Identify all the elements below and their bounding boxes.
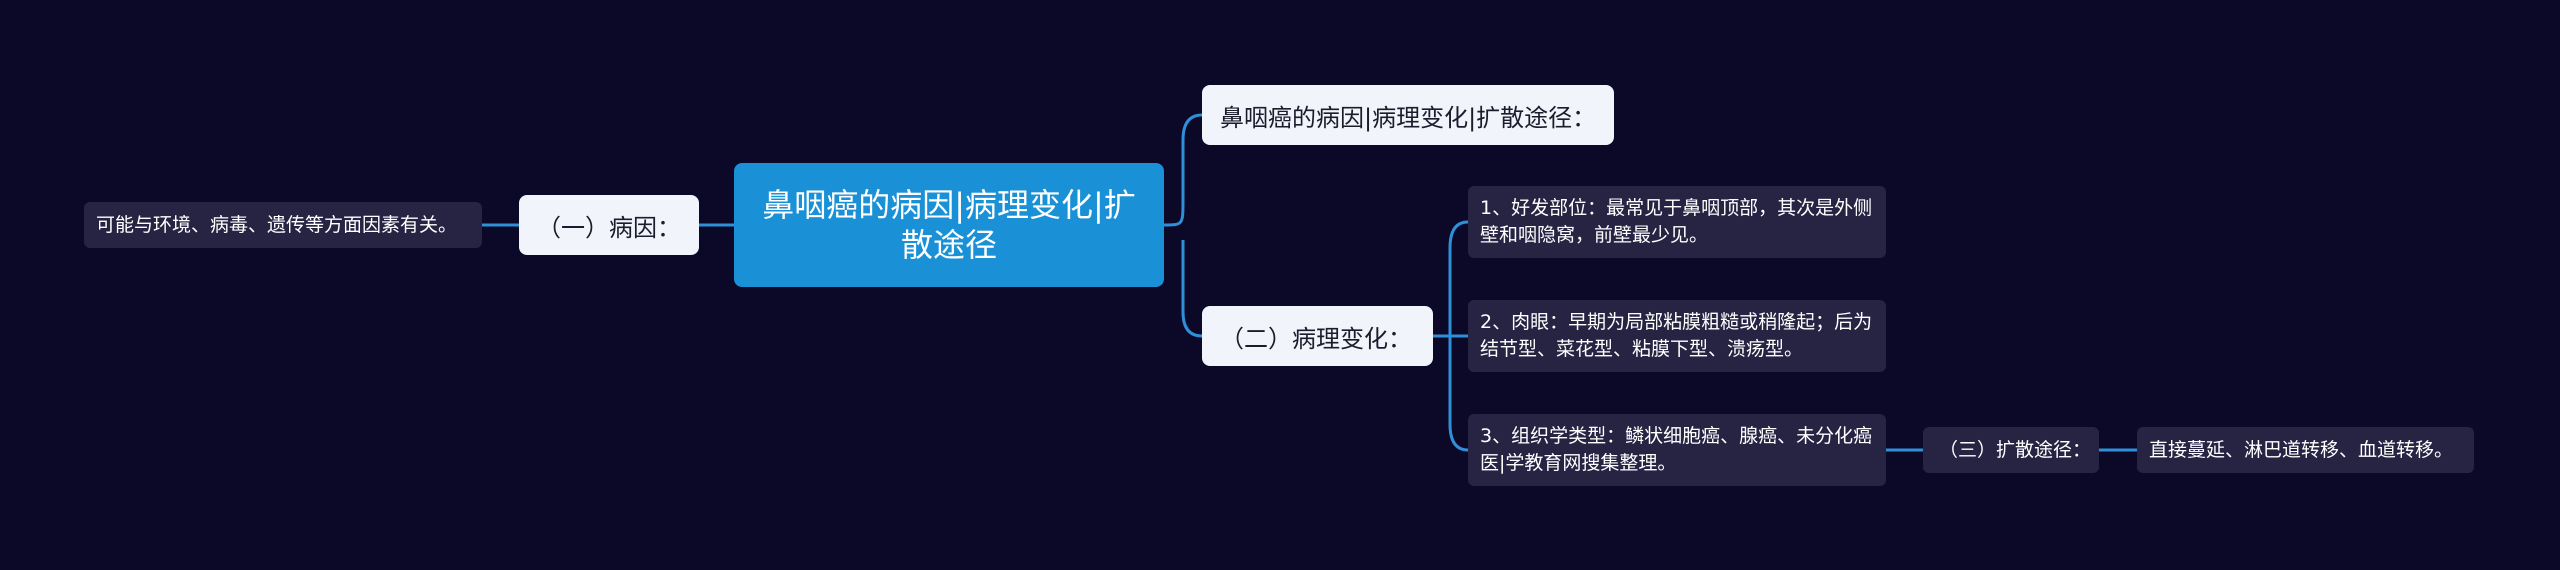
spread-detail[interactable]: 直接蔓延、淋巴道转移、血道转移。 xyxy=(2137,427,2474,473)
pathology-item-gross[interactable]: 2、肉眼：早期为局部粘膜粗糙或稍隆起；后为结节型、菜花型、粘膜下型、溃疡型。 xyxy=(1468,300,1886,372)
connector-root-pathology xyxy=(1181,240,1203,338)
topic-cause[interactable]: （一）病因： xyxy=(519,195,699,255)
pathology-item-histology[interactable]: 3、组织学类型：鳞状细胞癌、腺癌、未分化癌医|学教育网搜集整理。 xyxy=(1468,414,1886,486)
topic-pathology[interactable]: （二）病理变化： xyxy=(1202,306,1433,366)
connector-root-right xyxy=(1163,113,1203,227)
pathology-item-site[interactable]: 1、好发部位：最常见于鼻咽顶部，其次是外侧壁和咽隐窝，前壁最少见。 xyxy=(1468,186,1886,258)
topic-branch-title[interactable]: 鼻咽癌的病因|病理变化|扩散途径： xyxy=(1202,85,1615,145)
connector-pathology-items xyxy=(1433,220,1469,452)
cause-detail[interactable]: 可能与环境、病毒、遗传等方面因素有关。 xyxy=(84,202,482,248)
root-topic[interactable]: 鼻咽癌的病因|病理变化|扩散途径 xyxy=(734,163,1164,287)
topic-spread[interactable]: （三）扩散途径： xyxy=(1923,427,2099,473)
